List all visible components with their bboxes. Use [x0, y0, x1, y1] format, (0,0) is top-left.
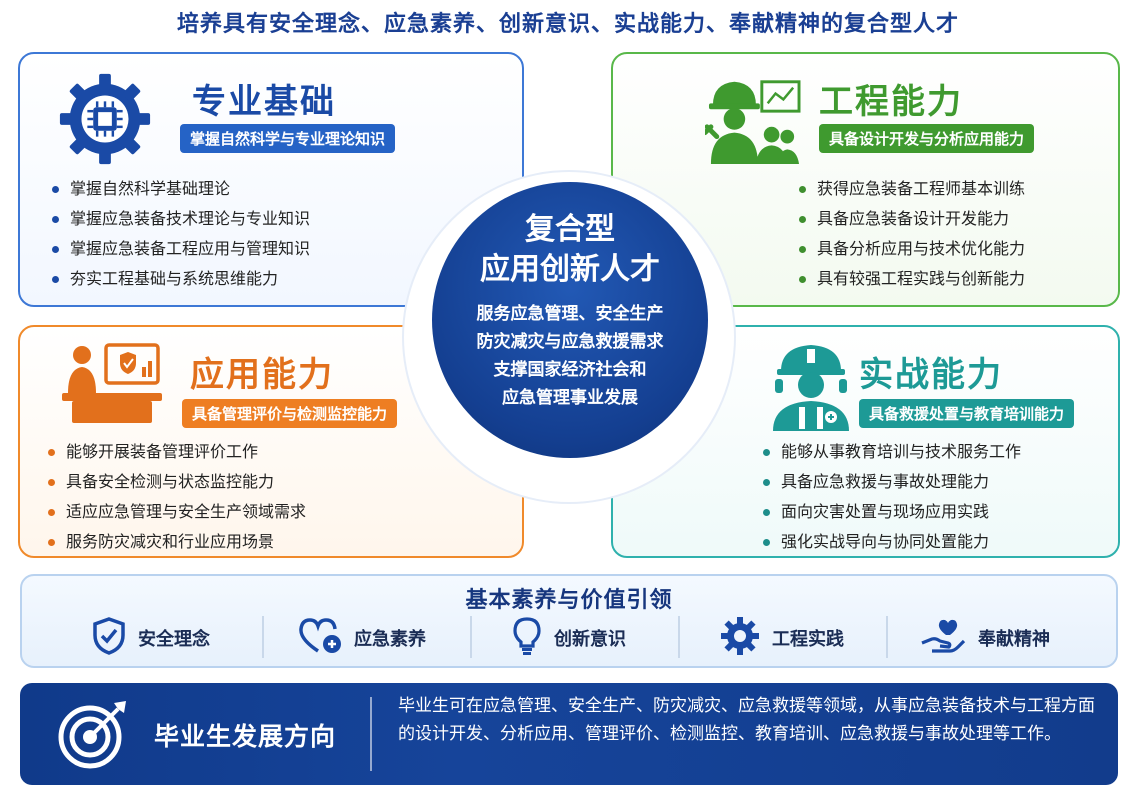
card-badge: 掌握自然科学与专业理论知识	[180, 124, 396, 153]
shield-check-icon	[92, 617, 126, 659]
lightbulb-icon	[512, 616, 542, 660]
list-item: 强化实战导向与协同处置能力	[761, 527, 1021, 557]
card-title: 实战能力	[859, 355, 1003, 395]
list-item: 服务防灾减灾和行业应用场景	[46, 527, 306, 557]
gear-chip-icon	[56, 70, 154, 172]
center-circle: 复合型 应用创新人才 服务应急管理、安全生产 防灾减灾与应急救援需求 支撑国家经…	[432, 182, 708, 458]
card-title: 应用能力	[190, 355, 334, 395]
value-item-engineering: 工程实践	[720, 616, 844, 660]
divider	[678, 616, 680, 658]
divider	[370, 697, 372, 771]
value-label: 创新意识	[554, 629, 626, 650]
page-title: 培养具有安全理念、应急素养、创新意识、实战能力、奉献精神的复合型人才	[176, 12, 959, 37]
center-line: 防灾减灾与应急救援需求	[476, 332, 664, 352]
center-line: 应急管理事业发展	[502, 388, 638, 408]
value-item-dedication: 奉献精神	[920, 618, 1050, 658]
list-item: 掌握应急装备技术理论与专业知识	[50, 204, 310, 234]
list-item: 适应应急管理与安全生产领域需求	[46, 497, 306, 527]
list-item: 获得应急装备工程师基本训练	[797, 174, 1025, 204]
card-badge: 具备救援处置与教育培训能力	[859, 399, 1075, 428]
monitor-desk-icon	[62, 341, 162, 429]
divider	[886, 616, 888, 658]
list-item: 能够开展装备管理评价工作	[46, 437, 306, 467]
values-title: 基本素养与价值引领	[465, 588, 673, 613]
list-item: 掌握应急装备工程应用与管理知识	[50, 234, 310, 264]
hand-heart-icon	[920, 617, 966, 659]
value-item-innovation: 创新意识	[512, 616, 626, 660]
list-item: 具备分析应用与技术优化能力	[797, 234, 1025, 264]
values-bar: 基本素养与价值引领 安全理念 应急素养 创新意识 工程实践 奉献精神	[20, 574, 1118, 668]
card-badge: 具备设计开发与分析应用能力	[819, 124, 1035, 153]
value-label: 应急素养	[354, 629, 426, 650]
career-title: 毕业生发展方向	[154, 722, 337, 751]
card-badge: 具备管理评价与检测监控能力	[182, 399, 398, 428]
bullet-list: 能够开展装备管理评价工作 具备安全检测与状态监控能力 适应应急管理与安全生产领域…	[46, 437, 306, 557]
list-item: 面向灾害处置与现场应用实践	[761, 497, 1021, 527]
value-item-safety: 安全理念	[92, 617, 210, 659]
rescuer-icon	[769, 341, 853, 435]
career-description: 毕业生可在应急管理、安全生产、防灾减灾、应急救援等领域，从事应急装备技术与工程方…	[398, 696, 1095, 744]
center-line: 支撑国家经济社会和	[493, 360, 647, 380]
card-title: 工程能力	[819, 82, 963, 122]
center-title-line2: 应用创新人才	[480, 252, 660, 287]
engineer-team-icon	[702, 72, 803, 168]
list-item: 具有较强工程实践与创新能力	[797, 264, 1025, 294]
bullet-list: 掌握自然科学基础理论 掌握应急装备技术理论与专业知识 掌握应急装备工程应用与管理…	[50, 174, 310, 294]
card-title: 专业基础	[192, 82, 336, 122]
divider	[470, 616, 472, 658]
target-arrow-icon	[56, 697, 130, 775]
value-label: 安全理念	[138, 629, 210, 650]
bullet-list: 能够从事教育培训与技术服务工作 具备应急救援与事故处理能力 面向灾害处置与现场应…	[761, 437, 1021, 557]
value-label: 工程实践	[772, 629, 844, 650]
center-line: 服务应急管理、安全生产	[476, 304, 664, 324]
career-bar: 毕业生发展方向 毕业生可在应急管理、安全生产、防灾减灾、应急救援等领域，从事应急…	[20, 683, 1118, 785]
heart-plus-icon	[298, 617, 342, 659]
list-item: 能够从事教育培训与技术服务工作	[761, 437, 1021, 467]
center-title-line1: 复合型	[525, 212, 615, 247]
list-item: 具备应急救援与事故处理能力	[761, 467, 1021, 497]
bullet-list: 获得应急装备工程师基本训练 具备应急装备设计开发能力 具备分析应用与技术优化能力…	[797, 174, 1025, 294]
list-item: 掌握自然科学基础理论	[50, 174, 310, 204]
list-item: 具备应急装备设计开发能力	[797, 204, 1025, 234]
list-item: 夯实工程基础与系统思维能力	[50, 264, 310, 294]
value-label: 奉献精神	[978, 629, 1050, 650]
gear-icon	[720, 616, 760, 660]
divider	[262, 616, 264, 658]
value-item-emergency: 应急素养	[298, 618, 426, 658]
list-item: 具备安全检测与状态监控能力	[46, 467, 306, 497]
